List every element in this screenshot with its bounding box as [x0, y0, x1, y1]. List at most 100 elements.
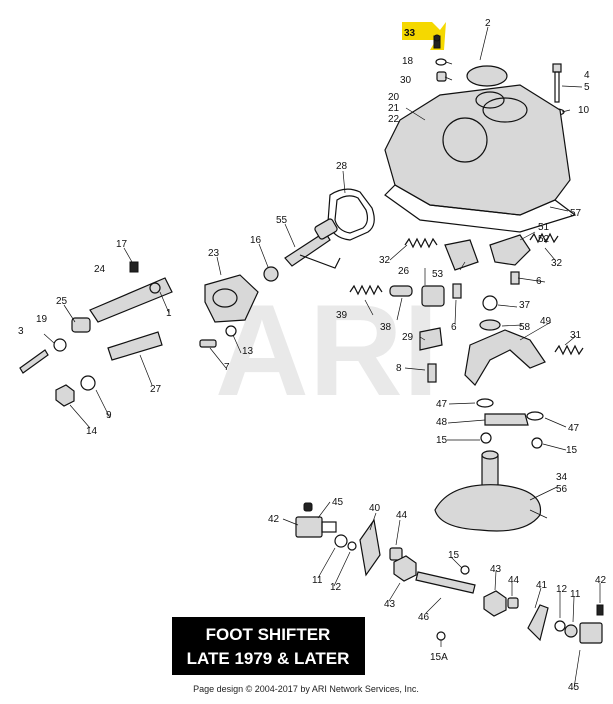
part-19-washer[interactable]: [53, 338, 67, 352]
part-15A-clip[interactable]: [436, 631, 446, 641]
label-7: 7: [224, 362, 230, 373]
part-33-screw[interactable]: [433, 34, 441, 49]
part-15-clip-left[interactable]: [480, 432, 492, 444]
part-41-lever[interactable]: [527, 604, 549, 642]
part-6-screw-mid[interactable]: [452, 283, 462, 299]
label-10: 10: [578, 105, 590, 116]
label-37: 37: [519, 300, 531, 311]
label-25: 25: [56, 296, 68, 307]
part-58-washer[interactable]: [479, 319, 501, 331]
part-12-washer-right[interactable]: [554, 620, 566, 632]
label-15A: 15A: [430, 652, 448, 663]
part-37-clip[interactable]: [482, 295, 498, 311]
label-53: 53: [432, 269, 444, 280]
part-13-washer[interactable]: [225, 325, 237, 337]
part-51-bracket[interactable]: [489, 234, 531, 266]
part-20-housing[interactable]: [384, 84, 577, 233]
label-11-right: 11: [570, 589, 581, 600]
label-46: 46: [418, 612, 430, 623]
part-34-drum[interactable]: [434, 450, 542, 532]
label-23: 23: [208, 248, 220, 259]
part-3-bolt[interactable]: [19, 349, 49, 374]
part-44-clip-left[interactable]: [389, 547, 403, 561]
label-12-right: 12: [556, 584, 568, 595]
part-16-seal[interactable]: [263, 266, 279, 282]
label-43-right: 43: [490, 564, 502, 575]
part-7-screw[interactable]: [199, 339, 217, 348]
label-27: 27: [150, 384, 162, 395]
label-16: 16: [250, 235, 262, 246]
label-2: 2: [485, 18, 491, 29]
part-55-shaft[interactable]: [284, 218, 341, 269]
part-32-spring-left[interactable]: [404, 237, 438, 249]
part-2-cap[interactable]: [466, 65, 508, 87]
part-31-spring[interactable]: [554, 344, 584, 356]
part-49-shift-lever[interactable]: [464, 329, 546, 386]
label-44-right: 44: [508, 575, 520, 586]
part-15-clip-right[interactable]: [531, 437, 543, 449]
label-20: 20: [388, 92, 400, 103]
label-26: 26: [398, 266, 410, 277]
label-13: 13: [242, 346, 254, 357]
label-18: 18: [402, 56, 414, 67]
part-15-clip-lower[interactable]: [460, 565, 470, 575]
label-21: 21: [388, 103, 400, 114]
part-4-bolt[interactable]: [552, 63, 562, 103]
footer-credit: Page design © 2004-2017 by ARI Network S…: [193, 684, 419, 694]
label-51: 51: [538, 222, 550, 233]
label-58: 58: [519, 322, 531, 333]
part-53-block[interactable]: [444, 239, 479, 271]
label-6-upper: 6: [536, 276, 542, 287]
part-6-screw-upper[interactable]: [510, 271, 520, 285]
part-23-boot[interactable]: [204, 274, 259, 323]
label-15-left: 15: [436, 435, 448, 446]
label-47-left: 47: [436, 399, 448, 410]
label-55: 55: [276, 215, 288, 226]
label-8: 8: [396, 363, 402, 374]
label-56: 56: [556, 484, 568, 495]
part-39-spring[interactable]: [349, 284, 383, 296]
label-14: 14: [86, 426, 98, 437]
part-27-link[interactable]: [107, 331, 163, 361]
label-42-left: 42: [268, 514, 280, 525]
label-12-left: 12: [330, 582, 342, 593]
label-24: 24: [94, 264, 106, 275]
part-45-swivel-left[interactable]: [295, 516, 337, 538]
part-30-plug[interactable]: [436, 71, 447, 82]
part-9-washer[interactable]: [80, 375, 96, 391]
part-43-nut-left[interactable]: [393, 555, 417, 582]
part-29-plate[interactable]: [419, 327, 443, 351]
label-15-lower: 15: [448, 550, 460, 561]
part-11-nut-left[interactable]: [334, 534, 348, 548]
part-42-fitting-left[interactable]: [303, 502, 313, 512]
part-11-nut-right[interactable]: [564, 624, 578, 638]
part-28-gasket[interactable]: [327, 188, 375, 241]
part-38-pin[interactable]: [389, 285, 413, 297]
label-31: 31: [570, 330, 582, 341]
part-18-washer[interactable]: [435, 58, 447, 66]
part-46-rod[interactable]: [415, 571, 476, 594]
part-40-lever[interactable]: [359, 518, 381, 577]
label-49: 49: [540, 316, 552, 327]
part-45-swivel-right[interactable]: [579, 622, 603, 644]
leader-lines: [43, 26, 601, 689]
part-26-lever[interactable]: [421, 285, 445, 307]
part-25-bushing[interactable]: [71, 317, 91, 333]
part-44-clip-right[interactable]: [507, 597, 519, 609]
part-8-bolt[interactable]: [427, 363, 437, 383]
part-32-spring-right[interactable]: [529, 232, 559, 244]
part-47-washer-left[interactable]: [476, 398, 494, 408]
label-44-left: 44: [396, 510, 408, 521]
part-12-washer-left[interactable]: [347, 541, 357, 551]
part-48-link[interactable]: [484, 413, 529, 426]
label-38: 38: [380, 322, 392, 333]
part-14-nut[interactable]: [55, 384, 75, 407]
part-17-fitting[interactable]: [129, 261, 139, 273]
label-3: 3: [18, 326, 24, 337]
part-42-fitting-right[interactable]: [596, 604, 604, 616]
part-47-washer-right[interactable]: [526, 411, 544, 421]
label-52: 52: [538, 234, 550, 245]
part-43-nut-right[interactable]: [483, 590, 507, 617]
label-29: 29: [402, 332, 414, 343]
part-24-arm[interactable]: [89, 277, 173, 323]
